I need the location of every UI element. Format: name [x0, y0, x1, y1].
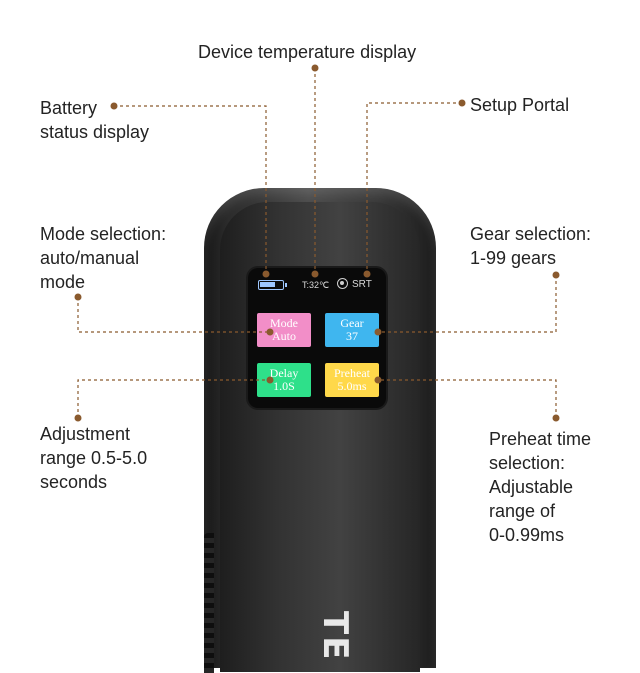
- temperature-readout: T:32℃: [302, 280, 330, 290]
- dot-delay-tile: [266, 376, 274, 384]
- dot-gear-label: [552, 271, 560, 279]
- dot-setup-label: [458, 99, 466, 107]
- dot-battery-label: [110, 102, 118, 110]
- gear-tile[interactable]: Gear 37: [325, 313, 379, 347]
- dot-mode-label: [74, 293, 82, 301]
- battery-level: [260, 282, 275, 287]
- preheat-tile[interactable]: Preheat 5.0ms: [325, 363, 379, 397]
- mode-tile-value: Auto: [272, 329, 296, 343]
- leader-lines: [74, 64, 560, 422]
- dot-temperature-label: [311, 64, 319, 72]
- dot-gear-tile: [374, 328, 382, 336]
- adjustment-callout: Adjustment range 0.5-5.0 seconds: [40, 424, 148, 492]
- dot-battery-screen: [262, 270, 270, 278]
- preheat-callout: Preheat time selection: Adjustable range…: [489, 429, 592, 545]
- leader-mode: [77, 297, 270, 333]
- gear-tile-title: Gear: [340, 316, 364, 330]
- battery-callout: Battery status display: [40, 98, 150, 142]
- mode-callout: Mode selection: auto/manual mode: [40, 224, 167, 292]
- gear-callout: Gear selection: 1-99 gears: [470, 224, 592, 268]
- leader-preheat: [378, 379, 557, 418]
- mode-tile[interactable]: Mode Auto: [257, 313, 311, 347]
- dot-preheat-label: [552, 414, 560, 422]
- leader-adjustment: [77, 379, 270, 418]
- dot-setup-screen: [363, 270, 371, 278]
- delay-tile-value: 1.0S: [273, 379, 295, 393]
- battery-icon: [258, 280, 287, 290]
- temperature-callout: Device temperature display: [198, 42, 417, 62]
- leader-battery: [114, 105, 267, 274]
- status-bar: T:32℃ SRT: [248, 276, 386, 296]
- preheat-tile-value: 5.0ms: [337, 379, 367, 393]
- dot-adjustment-label: [74, 414, 82, 422]
- preheat-tile-title: Preheat: [334, 366, 370, 380]
- leader-setup: [366, 102, 462, 274]
- setup-callout: Setup Portal: [470, 95, 570, 115]
- leader-gear: [378, 275, 557, 333]
- dot-preheat-tile: [374, 376, 382, 384]
- dot-mode-tile: [266, 328, 274, 336]
- device-grip: [204, 533, 214, 673]
- mode-tile-title: Mode: [270, 316, 298, 330]
- device-screen: T:32℃ SRT Mode Auto Gear 37 Delay 1.0S P…: [248, 268, 386, 408]
- setup-label[interactable]: SRT: [352, 279, 372, 290]
- delay-tile-title: Delay: [269, 366, 299, 380]
- dot-temperature-screen: [311, 270, 319, 278]
- setup-icon[interactable]: [337, 278, 348, 289]
- delay-tile[interactable]: Delay 1.0S: [257, 363, 311, 397]
- gear-tile-value: 37: [346, 329, 358, 343]
